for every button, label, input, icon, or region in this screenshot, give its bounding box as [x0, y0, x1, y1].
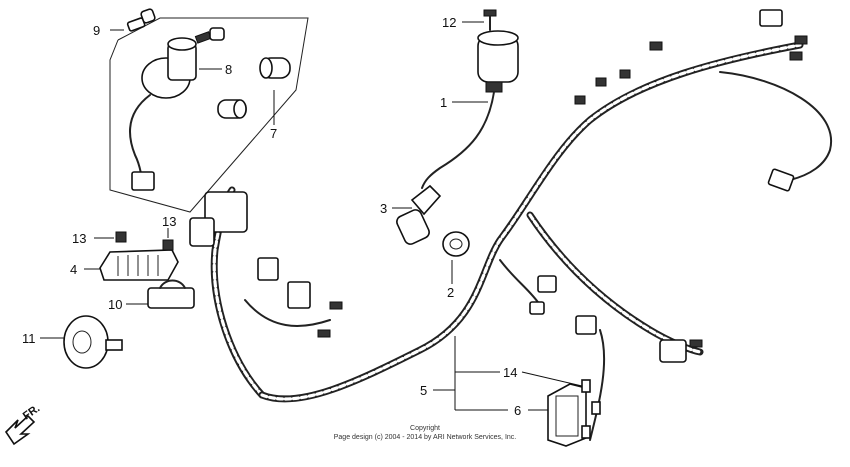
- fuse-icon: [581, 379, 591, 393]
- horn-icon: [40, 315, 123, 369]
- copyright-line1: Copyright: [410, 425, 440, 432]
- main-wire-harness: [189, 9, 833, 441]
- callout-labels: 1 2 3 4 5 6 7 8 9 10 11 12 13 13 14: [22, 15, 521, 418]
- callout-5: 5: [420, 383, 427, 398]
- callout-13: 13: [162, 214, 176, 229]
- lock-cylinder-icon: [217, 57, 291, 119]
- spark-plug-cap-icon: [410, 184, 442, 216]
- callout-11: 11: [22, 331, 36, 346]
- callout-9: 9: [93, 23, 100, 38]
- connector-icon: [659, 339, 687, 363]
- callout-8: 8: [225, 62, 232, 77]
- connector-icon: [257, 257, 279, 281]
- callout-13: 13: [72, 231, 86, 246]
- group-outline-7: [109, 17, 309, 213]
- copyright-line2: Page design (c) 2004 - 2014 by ARI Netwo…: [334, 434, 517, 441]
- connector-icon: [767, 168, 795, 192]
- connector-icon: [759, 9, 783, 27]
- key-icon: [126, 8, 156, 32]
- front-direction-arrow: FR.: [4, 402, 42, 446]
- callout-6: 6: [514, 403, 521, 418]
- connector-icon: [287, 281, 311, 309]
- bolt-icon: [483, 9, 497, 31]
- callout-2: 2: [447, 285, 454, 300]
- ignition-coil-group: [392, 9, 519, 245]
- grommet-icon: [442, 231, 470, 284]
- fuse-box-icon: [455, 371, 601, 447]
- regulator-rectifier-icon: [84, 249, 179, 281]
- relay-icon: [126, 279, 195, 309]
- callout-12: 12: [442, 15, 456, 30]
- callout-7: 7: [270, 126, 277, 141]
- callout-1: 1: [440, 95, 447, 110]
- fuse-icon: [581, 425, 591, 439]
- connector-icon: [575, 315, 597, 335]
- callout-10: 10: [108, 297, 122, 312]
- bolt-icon: [94, 228, 174, 251]
- connector-icon: [537, 275, 557, 293]
- callout-3: 3: [380, 201, 387, 216]
- connector-icon: [204, 191, 248, 233]
- ignition-switch-icon: [129, 27, 225, 191]
- fuse-icon: [591, 401, 601, 415]
- callout-4: 4: [70, 262, 77, 277]
- callout-14: 14: [503, 365, 517, 380]
- ignition-switch-group: [109, 8, 309, 213]
